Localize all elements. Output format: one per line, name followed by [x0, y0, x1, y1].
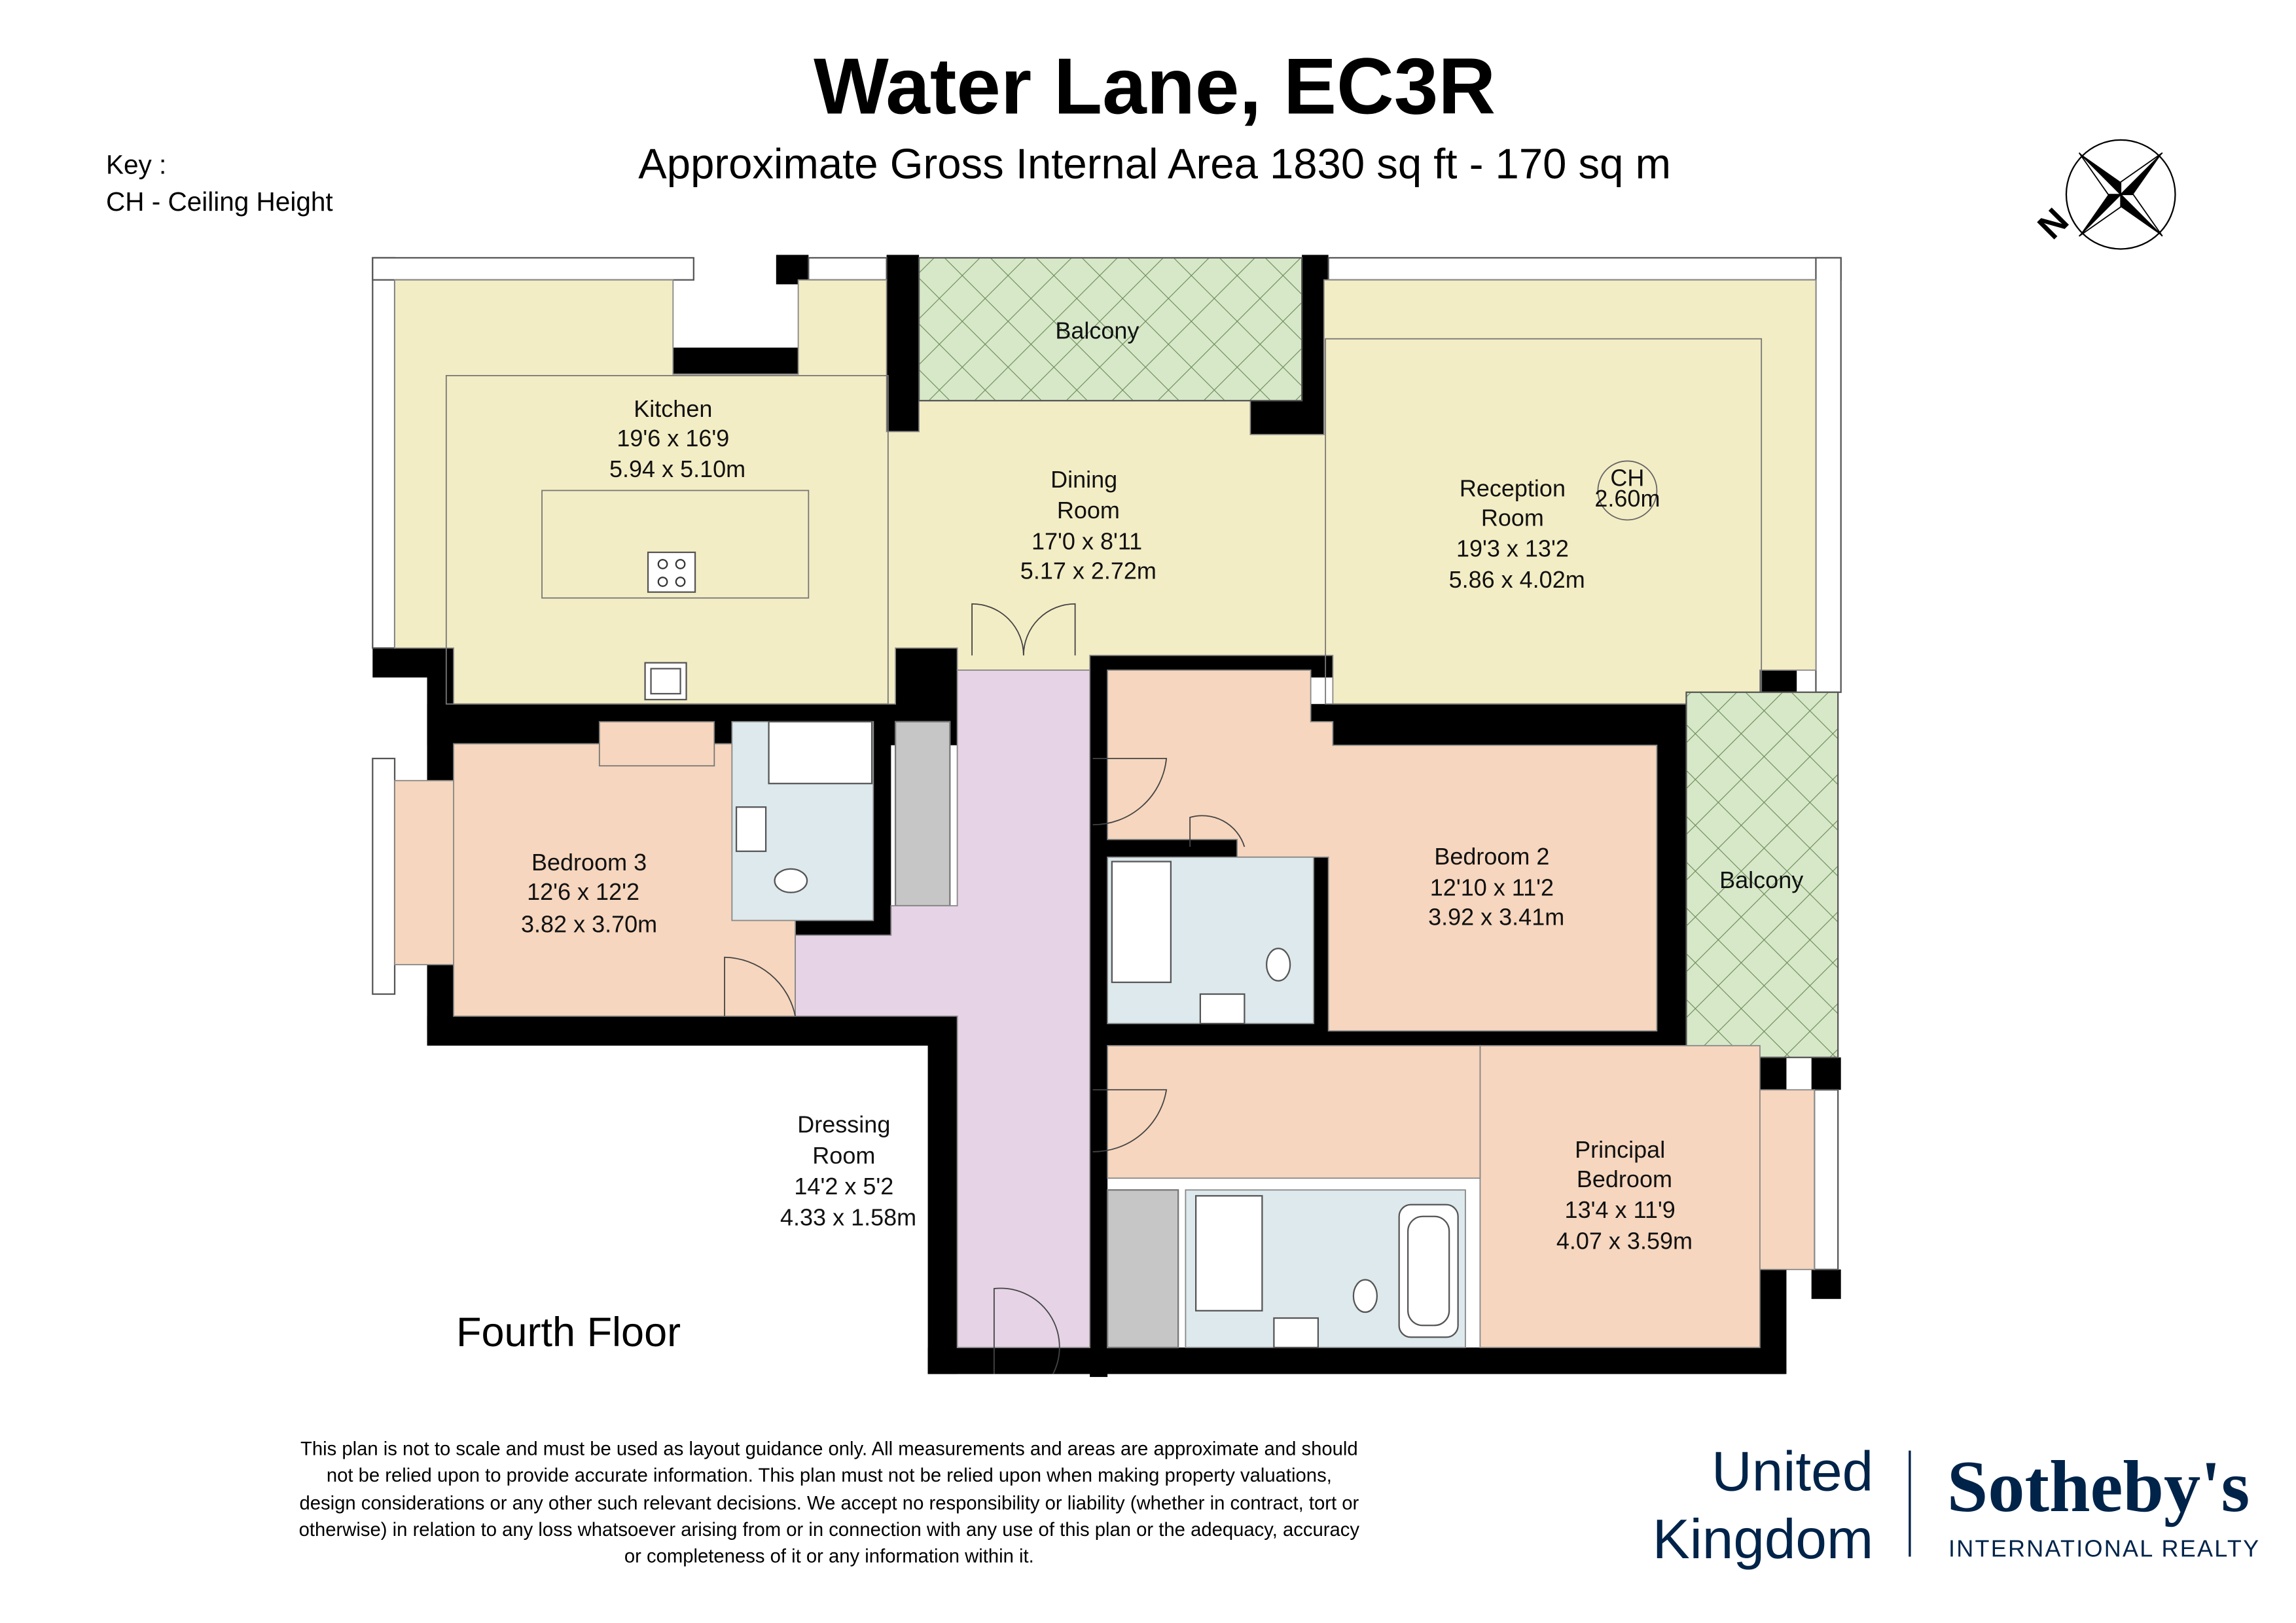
disclaimer-line: design considerations or any other such …	[299, 1493, 1359, 1514]
dining-name-2: Room	[1057, 497, 1120, 524]
page-title: Water Lane, EC3R	[814, 41, 1496, 130]
balcony-right	[1685, 691, 1839, 1058]
bedroom3-name: Bedroom 3	[531, 849, 647, 876]
logo-region-line1: United	[1712, 1440, 1873, 1503]
bedroom-3-bay	[394, 779, 454, 965]
principal-name-2: Bedroom	[1577, 1166, 1672, 1192]
key-heading: Key :	[106, 150, 166, 180]
reception-imperial: 19'3 x 13'2	[1456, 535, 1569, 562]
principal-metric: 4.07 x 3.59m	[1556, 1227, 1693, 1254]
room-living	[394, 279, 1817, 705]
reception-metric: 5.86 x 4.02m	[1449, 566, 1585, 593]
dining-imperial: 17'0 x 8'11	[1031, 527, 1142, 554]
ch-label: CH	[1610, 465, 1644, 491]
floor-label: Fourth Floor	[456, 1310, 681, 1355]
dressing-metric: 4.33 x 1.58m	[780, 1204, 916, 1230]
storage-cupboard	[894, 721, 951, 907]
key-item: CH - Ceiling Height	[106, 187, 333, 217]
room-labels: Kitchen 19'6 x 16'9 5.94 x 5.10m Dining …	[521, 317, 1803, 1255]
basin-icon	[735, 806, 1319, 1349]
north-letter: N	[2030, 201, 2076, 247]
logo-brand: Sotheby's	[1947, 1446, 2250, 1527]
reception-name-2: Room	[1481, 504, 1544, 531]
sothebys-logo: United Kingdom Sotheby's INTERNATIONAL R…	[1653, 1440, 2260, 1571]
principal-corridor	[1107, 1044, 1481, 1179]
principal-name-1: Principal	[1575, 1136, 1665, 1163]
bedroom3-imperial: 12'6 x 12'2	[527, 878, 639, 905]
disclaimer-line: otherwise) in relation to any loss whats…	[299, 1520, 1360, 1541]
toilet-icon	[774, 868, 1378, 1313]
storage-cupboard-2	[1106, 1189, 1179, 1349]
principal-bay	[1759, 1089, 1816, 1270]
reception-name-1: Reception	[1460, 474, 1566, 501]
windows	[372, 257, 1842, 1270]
sink-icon	[644, 662, 687, 701]
bedroom3-metric: 3.82 x 3.70m	[521, 911, 657, 938]
room-principal-bedroom	[1479, 1044, 1761, 1348]
kitchen-metric: 5.94 x 5.10m	[609, 455, 745, 482]
dining-name-1: Dining	[1050, 466, 1117, 493]
kitchen-island	[541, 490, 810, 599]
bedroom2-metric: 3.92 x 3.41m	[1428, 903, 1564, 930]
hob-icon	[647, 551, 696, 593]
kitchen-name: Kitchen	[634, 395, 712, 422]
dressing-name-1: Dressing	[797, 1111, 890, 1138]
disclaimer-line: or completeness of it or any information…	[624, 1546, 1034, 1567]
ceiling-height-marker	[1597, 460, 1658, 521]
logo-region-line2: Kingdom	[1653, 1508, 1873, 1571]
disclaimer-line: not be relied upon to provide accurate i…	[327, 1465, 1332, 1486]
logo-tagline: INTERNATIONAL REALTY	[1948, 1535, 2260, 1562]
principal-imperial: 13'4 x 11'9	[1565, 1196, 1676, 1223]
logo-divider	[1909, 1450, 1911, 1557]
balcony-top-name: Balcony	[1055, 317, 1139, 344]
room-bedroom-2	[1107, 669, 1658, 1032]
dressing-name-2: Room	[812, 1142, 875, 1169]
bedroom2-imperial: 12'10 x 11'2	[1430, 874, 1554, 901]
shower-icon	[768, 721, 1263, 1311]
area-subtitle: Approximate Gross Internal Area 1830 sq …	[638, 139, 1671, 187]
bath-icon	[1398, 1204, 1459, 1338]
north-arrow-icon	[2065, 139, 2176, 250]
disclaimer: This plan is not to scale and must be us…	[299, 1438, 1360, 1567]
bedroom2-name: Bedroom 2	[1434, 843, 1549, 870]
dressing-imperial: 14'2 x 5'2	[794, 1173, 893, 1200]
balcony-right-name: Balcony	[1719, 866, 1803, 893]
bedroom-3-wardrobe	[598, 721, 715, 767]
door-swing-icon	[724, 603, 1246, 1374]
ch-value: 2.60m	[1594, 485, 1660, 512]
kitchen-imperial: 19'6 x 16'9	[617, 425, 729, 452]
disclaimer-line: This plan is not to scale and must be us…	[300, 1438, 1358, 1459]
dining-metric: 5.17 x 2.72m	[1020, 557, 1157, 584]
balcony-top	[918, 257, 1303, 402]
